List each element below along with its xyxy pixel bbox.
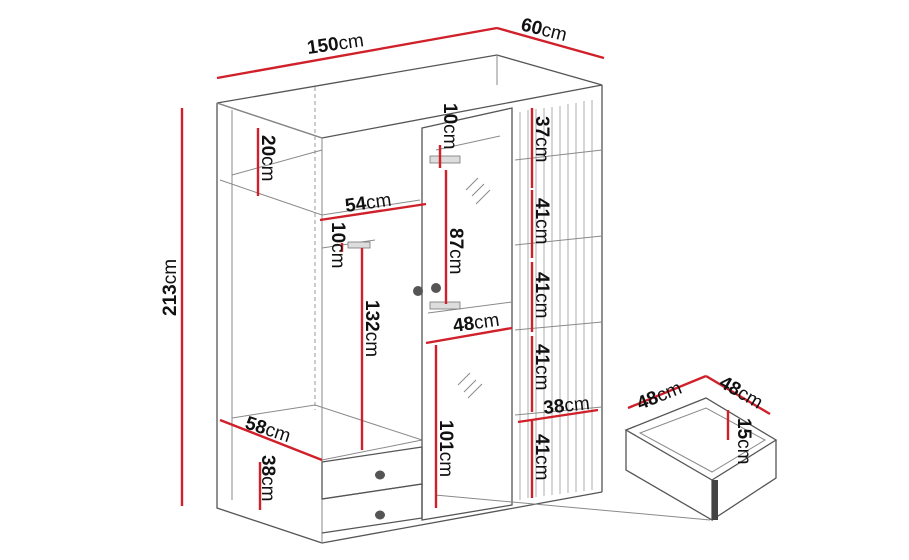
label-top-left-compartment: 20cm [257, 135, 278, 181]
door-knob-right [431, 283, 441, 293]
label-rail-gap: 10cm [327, 222, 348, 268]
label-right-shelf-3: 41cm [531, 272, 552, 318]
right-column-grille [514, 100, 603, 500]
label-drawer-depth: 48cm [716, 372, 767, 413]
label-lower-door-height: 101cm [435, 420, 456, 477]
label-right-shelf-depth: 38cm [542, 393, 590, 419]
label-width: 150cm [306, 30, 365, 59]
label-middle-top-gap: 10cm [439, 103, 460, 149]
door-knob-left [413, 286, 423, 296]
label-right-shelf-1: 37cm [531, 116, 552, 162]
label-right-shelf-4: 41cm [531, 344, 552, 390]
label-hanging-height: 132cm [361, 300, 382, 357]
label-height: 213cm [160, 259, 181, 316]
drawer-knob-top [375, 470, 385, 480]
label-bottom-width: 58cm [242, 413, 293, 447]
label-shelf-width: 54cm [344, 190, 393, 217]
label-drawer-zone-height: 38cm [257, 455, 278, 501]
drawer-detail [624, 397, 778, 522]
dimension-labels: 150cm 60cm 213cm 20cm 54cm 10cm 132cm 58… [160, 14, 766, 501]
label-upper-door-height: 87cm [445, 228, 466, 274]
label-middle-width: 48cm [452, 310, 501, 337]
wardrobe-body [216, 54, 711, 544]
label-right-shelf-2: 41cm [531, 198, 552, 244]
label-drawer-height: 15cm [733, 418, 754, 464]
label-right-shelf-5: 41cm [531, 434, 552, 480]
dimension-lines [180, 26, 771, 510]
drawer-knob-bottom [375, 510, 385, 520]
label-depth: 60cm [519, 14, 569, 46]
